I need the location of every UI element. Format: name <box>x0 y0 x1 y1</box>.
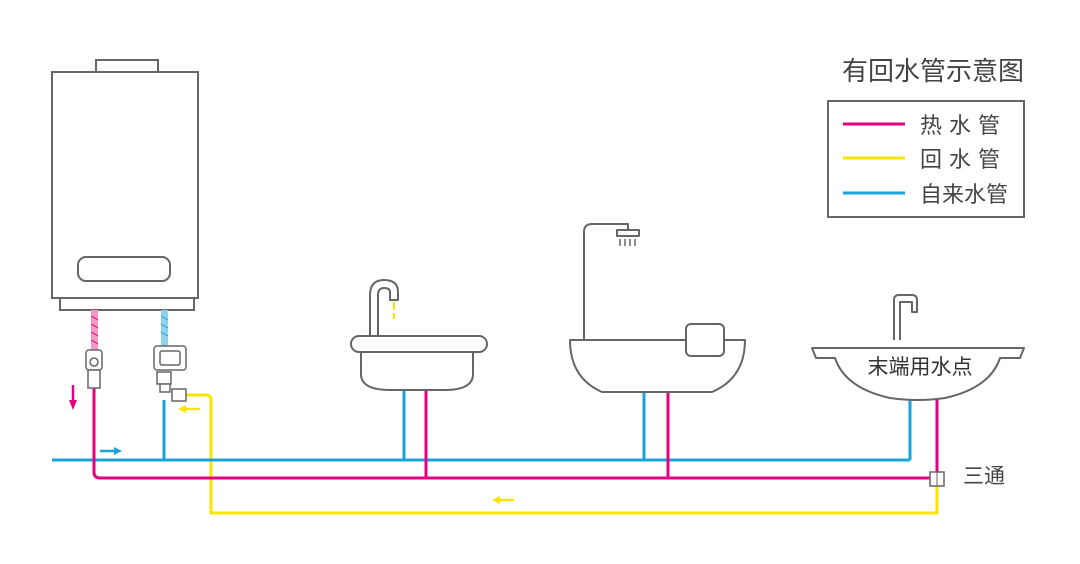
cold-water-pipe <box>52 390 912 462</box>
cold-flow-arrow-icon <box>100 447 122 455</box>
legend-label-return: 回 水 管 <box>920 148 1000 173</box>
hot-water-pipe <box>92 388 939 480</box>
tee-fitting-icon <box>929 471 945 487</box>
return-flow-arrow-pump-icon <box>178 405 200 413</box>
bathtub-icon <box>569 223 746 393</box>
tee-label: 三通 <box>963 464 1005 488</box>
legend-label-cold: 自来水管 <box>920 183 1008 208</box>
legend: 热 水 管 回 水 管 自来水管 <box>827 100 1025 218</box>
water-heater-icon <box>51 59 199 311</box>
hot-flow-arrow-icon <box>69 385 77 410</box>
diagram-title: 有回水管示意图 <box>842 57 1024 87</box>
heater-cold-hose <box>160 310 169 346</box>
kitchen-sink-icon <box>811 294 1025 401</box>
legend-label-hot: 热 水 管 <box>920 114 1000 139</box>
washbasin-icon <box>350 279 488 391</box>
end-point-label: 末端用水点 <box>868 355 973 379</box>
hot-valve-icon <box>85 349 103 389</box>
shower-spray <box>619 239 636 246</box>
heater-hot-hose <box>90 310 99 350</box>
return-water-pipe <box>180 393 939 515</box>
circulation-pump-icon <box>153 345 187 402</box>
return-flow-arrow-main-icon <box>492 496 514 504</box>
